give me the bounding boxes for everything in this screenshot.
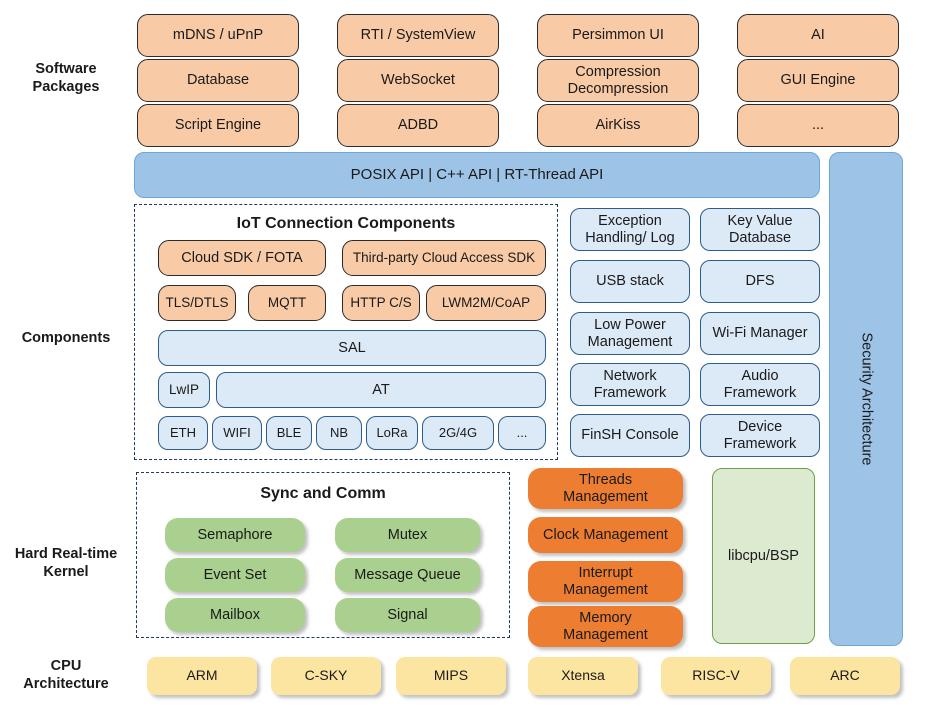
package-gui-engine[interactable]: GUI Engine bbox=[737, 59, 899, 102]
iot-third-party-cloud-access-sdk[interactable]: Third-party Cloud Access SDK bbox=[342, 240, 546, 276]
sync-and-comm-title: Sync and Comm bbox=[260, 485, 386, 502]
package-rti-systemview[interactable]: RTI / SystemView bbox=[337, 14, 499, 57]
component-finsh-console[interactable]: FinSH Console bbox=[570, 414, 690, 457]
kernel-mailbox[interactable]: Mailbox bbox=[165, 598, 305, 632]
iot-mqtt[interactable]: MQTT bbox=[248, 285, 326, 321]
row-label-software-packages: Software Packages bbox=[32, 60, 100, 95]
package-database[interactable]: Database bbox=[137, 59, 299, 102]
component-exception-handling-log[interactable]: Exception Handling/ Log bbox=[570, 208, 690, 251]
iot-lwm2m-coap[interactable]: LWM2M/CoAP bbox=[426, 285, 546, 321]
package-adbd[interactable]: ADBD bbox=[337, 104, 499, 147]
iot-lwip[interactable]: LwIP bbox=[158, 372, 210, 408]
cpu-c-sky[interactable]: C-SKY bbox=[271, 657, 381, 695]
component-device-framework[interactable]: Device Framework bbox=[700, 414, 820, 457]
package-websocket[interactable]: WebSocket bbox=[337, 59, 499, 102]
component-usb-stack[interactable]: USB stack bbox=[570, 260, 690, 303]
kernel-mutex[interactable]: Mutex bbox=[335, 518, 480, 552]
iot-link-2g-4g[interactable]: 2G/4G bbox=[422, 416, 494, 450]
component-network-framework[interactable]: Network Framework bbox=[570, 363, 690, 406]
iot-link-nb[interactable]: NB bbox=[316, 416, 362, 450]
component-dfs[interactable]: DFS bbox=[700, 260, 820, 303]
kernel-semaphore[interactable]: Semaphore bbox=[165, 518, 305, 552]
iot-sal[interactable]: SAL bbox=[158, 330, 546, 366]
libcpu-bsp[interactable]: libcpu/BSP bbox=[712, 468, 815, 644]
kernel-message-queue[interactable]: Message Queue bbox=[335, 558, 480, 592]
iot-link-lora[interactable]: LoRa bbox=[366, 416, 418, 450]
component-audio-framework[interactable]: Audio Framework bbox=[700, 363, 820, 406]
iot-at[interactable]: AT bbox=[216, 372, 546, 408]
row-label-cpu-architecture: CPU Architecture bbox=[23, 657, 109, 692]
cpu-risc-v[interactable]: RISC-V bbox=[661, 657, 771, 695]
iot-tls-dtls[interactable]: TLS/DTLS bbox=[158, 285, 236, 321]
iot-connection-title: IoT Connection Components bbox=[236, 215, 456, 232]
security-architecture-bar[interactable]: Security Architecture bbox=[829, 152, 903, 646]
cpu-mips[interactable]: MIPS bbox=[396, 657, 506, 695]
iot-link-wifi[interactable]: WIFI bbox=[212, 416, 262, 450]
api-bar[interactable]: POSIX API | C++ API | RT-Thread API bbox=[134, 152, 820, 198]
kernel-event-set[interactable]: Event Set bbox=[165, 558, 305, 592]
kernel-clock-management[interactable]: Clock Management bbox=[528, 517, 683, 553]
iot-link-eth[interactable]: ETH bbox=[158, 416, 208, 450]
package-persimmon-ui[interactable]: Persimmon UI bbox=[537, 14, 699, 57]
iot-link-ble[interactable]: BLE bbox=[266, 416, 312, 450]
row-label-kernel: Hard Real-time Kernel bbox=[14, 545, 118, 580]
cpu-xtensa[interactable]: Xtensa bbox=[528, 657, 638, 695]
iot-cloud-sdk-fota[interactable]: Cloud SDK / FOTA bbox=[158, 240, 326, 276]
kernel-threads-management[interactable]: Threads Management bbox=[528, 468, 683, 509]
security-architecture-label: Security Architecture bbox=[858, 332, 875, 466]
kernel-memory-management[interactable]: Memory Management bbox=[528, 606, 683, 647]
cpu-arc[interactable]: ARC bbox=[790, 657, 900, 695]
package-script-engine[interactable]: Script Engine bbox=[137, 104, 299, 147]
iot-link-more[interactable]: ... bbox=[498, 416, 546, 450]
package-mdns-upnp[interactable]: mDNS / uPnP bbox=[137, 14, 299, 57]
package-more[interactable]: ... bbox=[737, 104, 899, 147]
package-compression-decompression[interactable]: Compression Decompression bbox=[537, 59, 699, 102]
kernel-interrupt-management[interactable]: Interrupt Management bbox=[528, 561, 683, 602]
component-wifi-manager[interactable]: Wi-Fi Manager bbox=[700, 312, 820, 355]
iot-http-cs[interactable]: HTTP C/S bbox=[342, 285, 420, 321]
component-low-power-management[interactable]: Low Power Management bbox=[570, 312, 690, 355]
cpu-arm[interactable]: ARM bbox=[147, 657, 257, 695]
component-key-value-database[interactable]: Key Value Database bbox=[700, 208, 820, 251]
kernel-signal[interactable]: Signal bbox=[335, 598, 480, 632]
package-ai[interactable]: AI bbox=[737, 14, 899, 57]
row-label-components: Components bbox=[21, 329, 111, 346]
package-airkiss[interactable]: AirKiss bbox=[537, 104, 699, 147]
